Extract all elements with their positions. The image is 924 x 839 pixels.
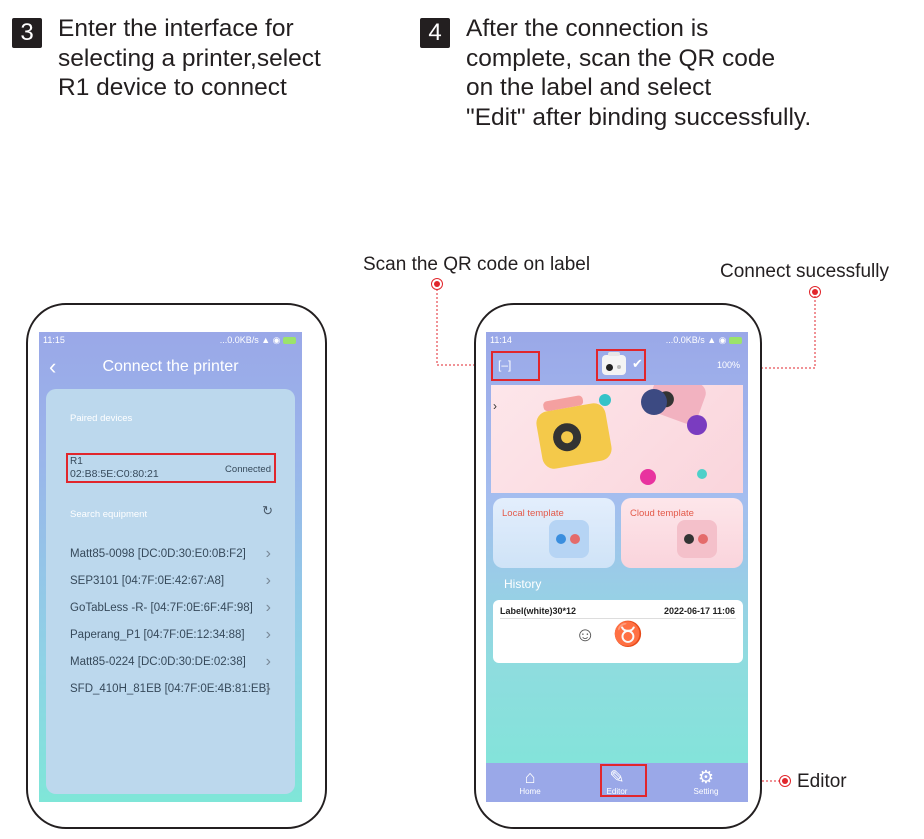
annotation-scan-qr: Scan the QR code on label [363,254,591,275]
battery-icon [283,337,296,345]
tab-home[interactable]: ⌂ Home [495,763,565,796]
bottom-tab-bar: ⌂ Home ✎ Editor ⚙ Setting [486,763,748,802]
printer-icon [549,520,589,558]
status-bar: 11:14 ...0.0KB/s ▲ ◉ [486,332,748,348]
step-3: 3 Enter the interface for selecting a pr… [12,14,321,103]
annotation-connect-success: Connect sucessfully [720,261,889,282]
divider [500,618,736,619]
phone-right: 11:14 ...0.0KB/s ▲ ◉ [–] ✔ 100% [474,303,762,829]
decor-circle [687,415,707,435]
device-name: R1 [70,456,83,467]
printer-screen: 11:15 ...0.0KB/s ▲ ◉ ‹ Connect the print… [39,332,302,802]
chevron-right-icon: › [265,545,271,562]
printer-illustration [534,394,614,471]
tab-setting[interactable]: ⚙ Setting [671,763,741,796]
device-panel: Paired devices R1 02:B8:5E:C0:80:21 Conn… [46,389,295,794]
tab-editor[interactable]: ✎ Editor [582,763,652,796]
gear-icon: ⚙ [697,767,715,787]
decor-circle [641,389,667,415]
connect-dot-icon [812,289,818,295]
local-template-card[interactable]: Local template [493,498,615,568]
page-title: Connect the printer [102,358,239,375]
chevron-right-icon: › [265,653,271,670]
status-icons: ...0.0KB/s ▲ ◉ [666,332,742,348]
home-icon: ⌂ [524,767,536,787]
cloud-template-card[interactable]: Cloud template [621,498,743,568]
scan-qr-icon[interactable]: [–] [498,358,512,372]
back-icon[interactable]: ‹ [49,354,57,379]
local-template-label: Local template [502,508,564,519]
chevron-right-icon: › [265,599,271,616]
decor-circle [697,469,707,479]
step-number: 4 [420,18,450,48]
pet-sticker-icon: ☺ [575,624,596,646]
device-status: Connected [225,464,271,475]
step-number: 3 [12,18,42,48]
loading-spinner-icon: ↻ [262,503,273,518]
scan-dot-icon [434,281,440,287]
status-time: 11:15 [43,335,65,345]
phone-left: 11:15 ...0.0KB/s ▲ ◉ ‹ Connect the print… [26,303,327,829]
chevron-right-icon: › [265,680,271,697]
step-text: Enter the interface for selecting a prin… [58,15,321,101]
banner-arrow-icon: › [493,399,497,413]
printer-icon[interactable] [602,352,626,375]
search-equipment-label: Search equipment [70,509,148,520]
battery-level: 100% [716,360,740,370]
history-date: 2022-06-17 11:06 [663,606,735,616]
chevron-right-icon: › [265,572,271,589]
history-title: History [504,577,542,591]
history-label: Label(white)30*12 [500,606,577,616]
status-bar: 11:15 ...0.0KB/s ▲ ◉ [39,332,302,348]
check-icon: ✔ [632,356,643,371]
editor-dot-icon [782,778,788,784]
home-screen: 11:14 ...0.0KB/s ▲ ◉ [–] ✔ 100% [486,332,748,802]
cow-sticker-icon: ♉ [613,621,643,648]
highlight-box [491,351,540,381]
step-4: 4 After the connection is complete, scan… [420,14,811,132]
highlight-box [596,349,646,381]
status-time: 11:14 [490,335,512,345]
highlight-box [66,453,276,483]
chevron-right-icon: › [265,626,271,643]
step-text: After the connection is complete, scan t… [466,15,812,131]
history-card[interactable]: Label(white)30*12 2022-06-17 11:06 ☺ ♉ [493,600,743,663]
editor-icon: ✎ [609,767,625,787]
annotation-editor: Editor [797,771,847,792]
decor-circle [640,469,656,485]
highlight-box [600,764,647,797]
status-icons: ...0.0KB/s ▲ ◉ [220,332,296,348]
cloud-template-label: Cloud template [630,508,694,519]
paired-device-r1[interactable]: R1 02:B8:5E:C0:80:21 Connected [64,454,274,486]
paired-devices-label: Paired devices [70,413,133,424]
decor-circle [599,394,611,406]
battery-icon [729,337,742,345]
printer-icon [677,520,717,558]
device-mac: 02:B8:5E:C0:80:21 [70,468,159,480]
promo-banner[interactable]: › [491,385,743,493]
